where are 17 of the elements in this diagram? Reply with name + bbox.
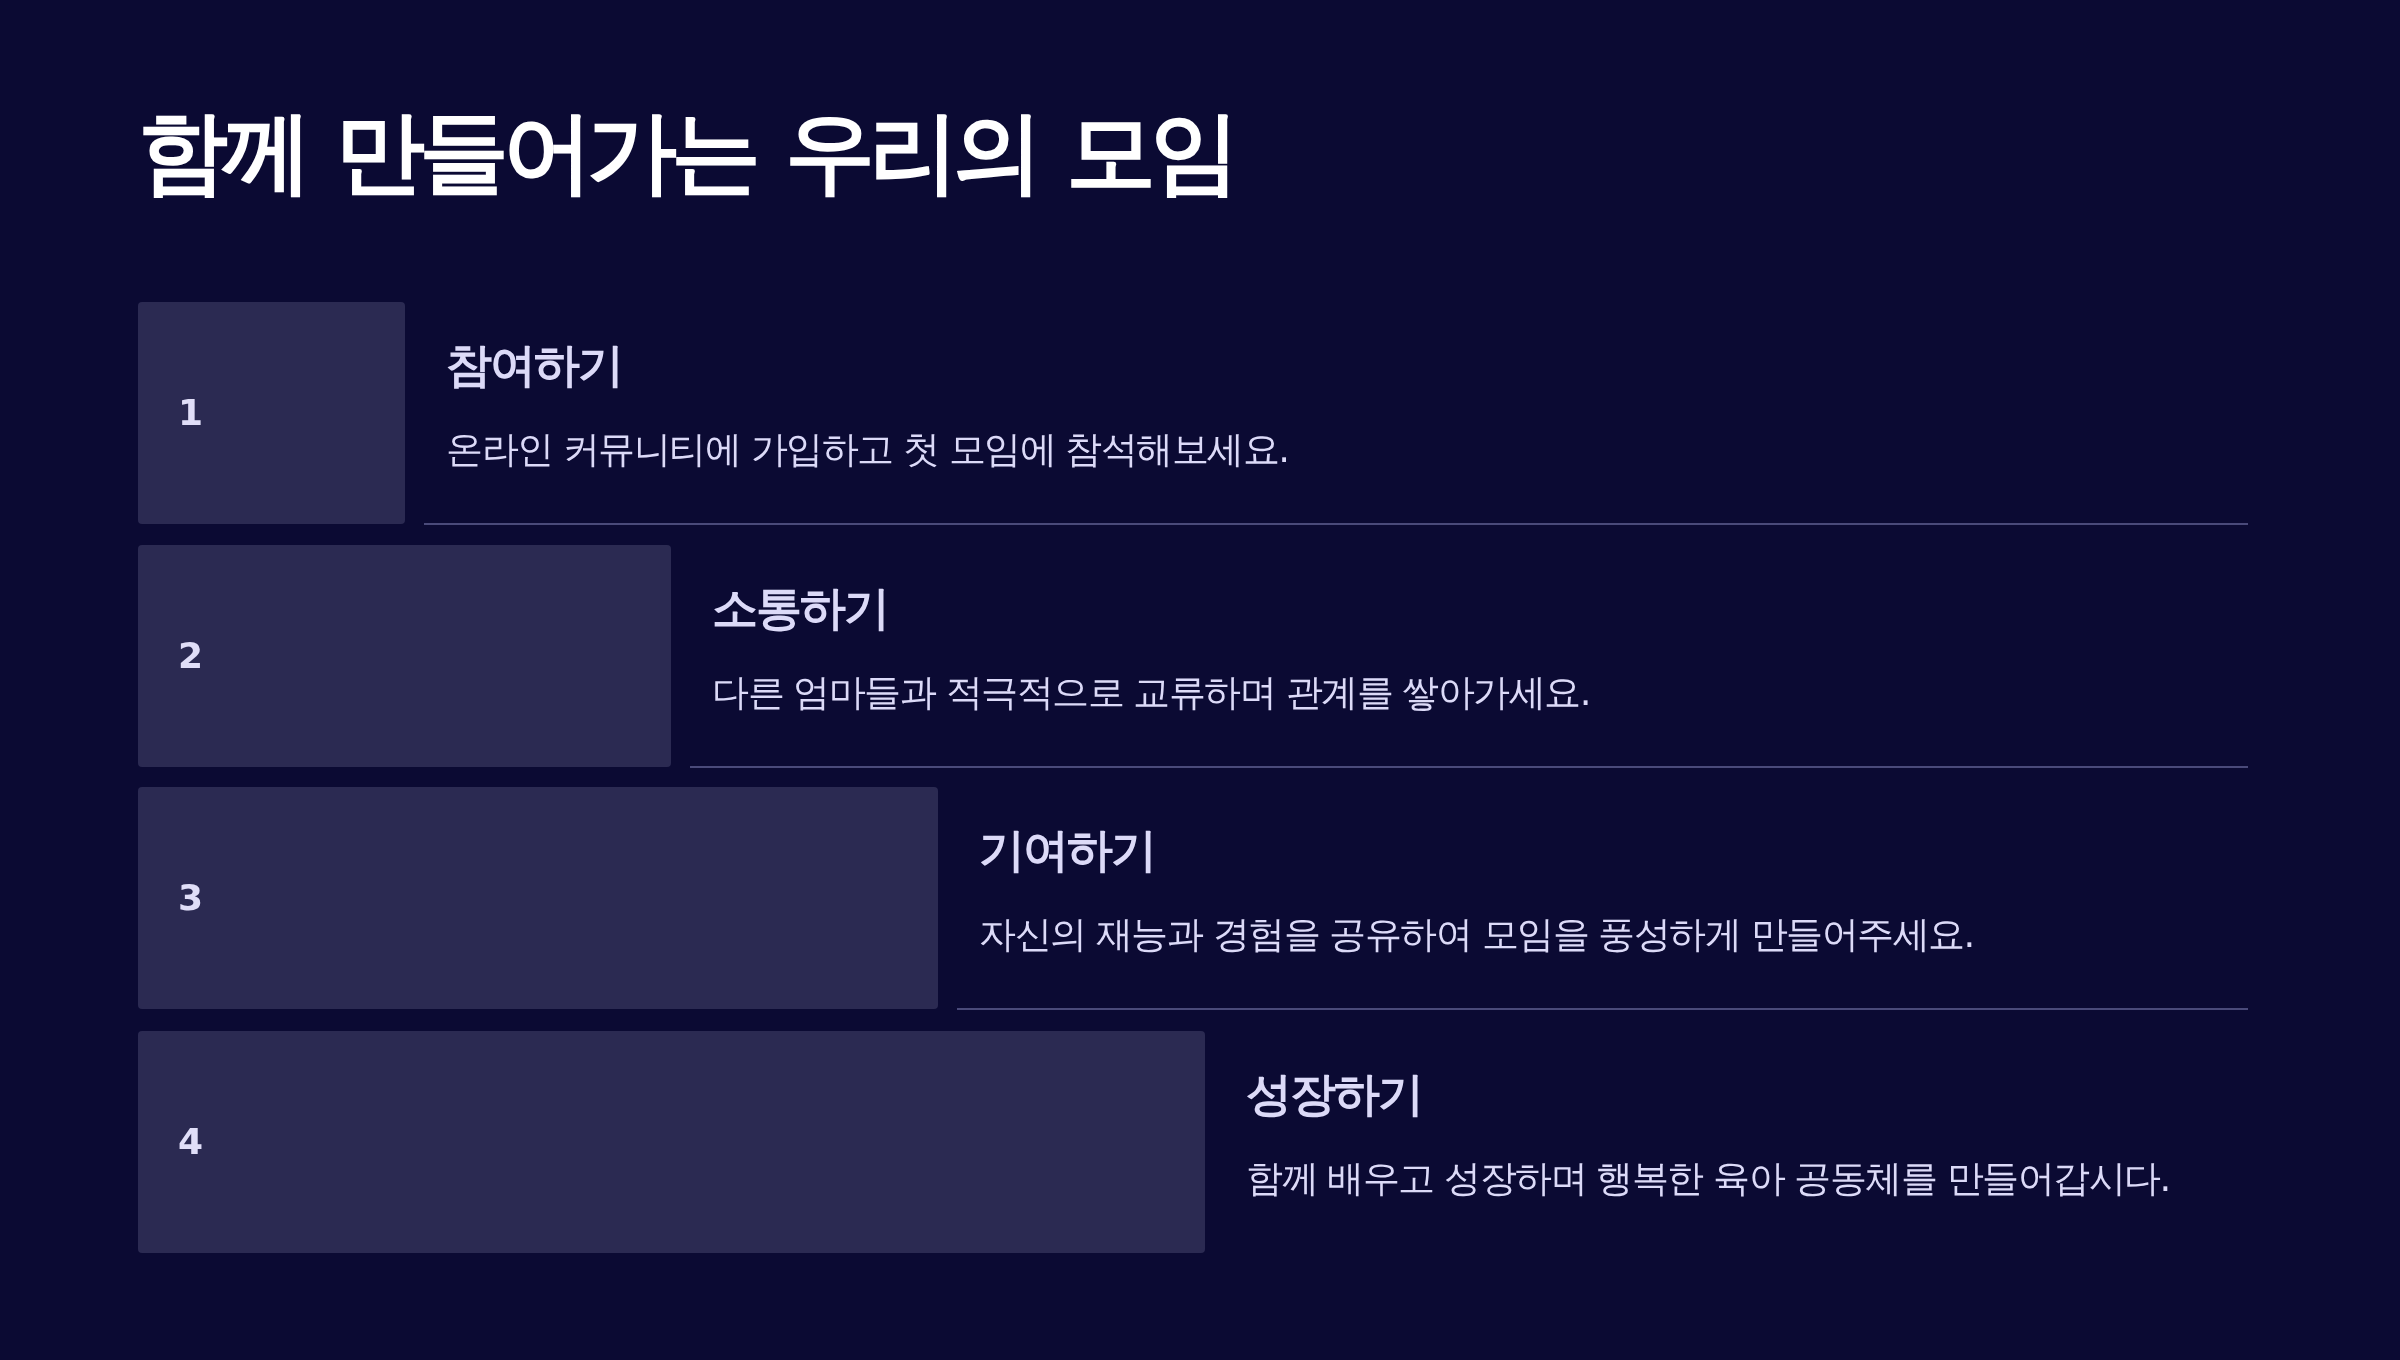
slide-title: 함께 만들어가는 우리의 모임 <box>138 98 1234 206</box>
step-heading: 참여하기 <box>446 338 622 394</box>
step-description: 다른 엄마들과 적극적으로 교류하며 관계를 쌓아가세요. <box>712 671 1591 716</box>
step-number: 4 <box>178 1122 205 1162</box>
step-description: 자신의 재능과 경험을 공유하여 모임을 풍성하게 만들어주세요. <box>979 913 1974 958</box>
step-number: 1 <box>178 393 205 433</box>
step-description: 함께 배우고 성장하며 행복한 육아 공동체를 만들어갑시다. <box>1246 1157 2170 1202</box>
step-description: 온라인 커뮤니티에 가입하고 첫 모임에 참석해보세요. <box>446 428 1289 473</box>
step-bar <box>138 545 671 767</box>
step-number: 3 <box>178 878 205 918</box>
step-number: 2 <box>178 636 205 676</box>
step-heading: 소통하기 <box>712 581 888 637</box>
step-bar <box>138 302 405 524</box>
step-bar <box>138 1031 1205 1253</box>
step-heading: 기여하기 <box>979 823 1155 879</box>
step-heading: 성장하기 <box>1246 1067 1422 1123</box>
step-bar <box>138 787 938 1009</box>
